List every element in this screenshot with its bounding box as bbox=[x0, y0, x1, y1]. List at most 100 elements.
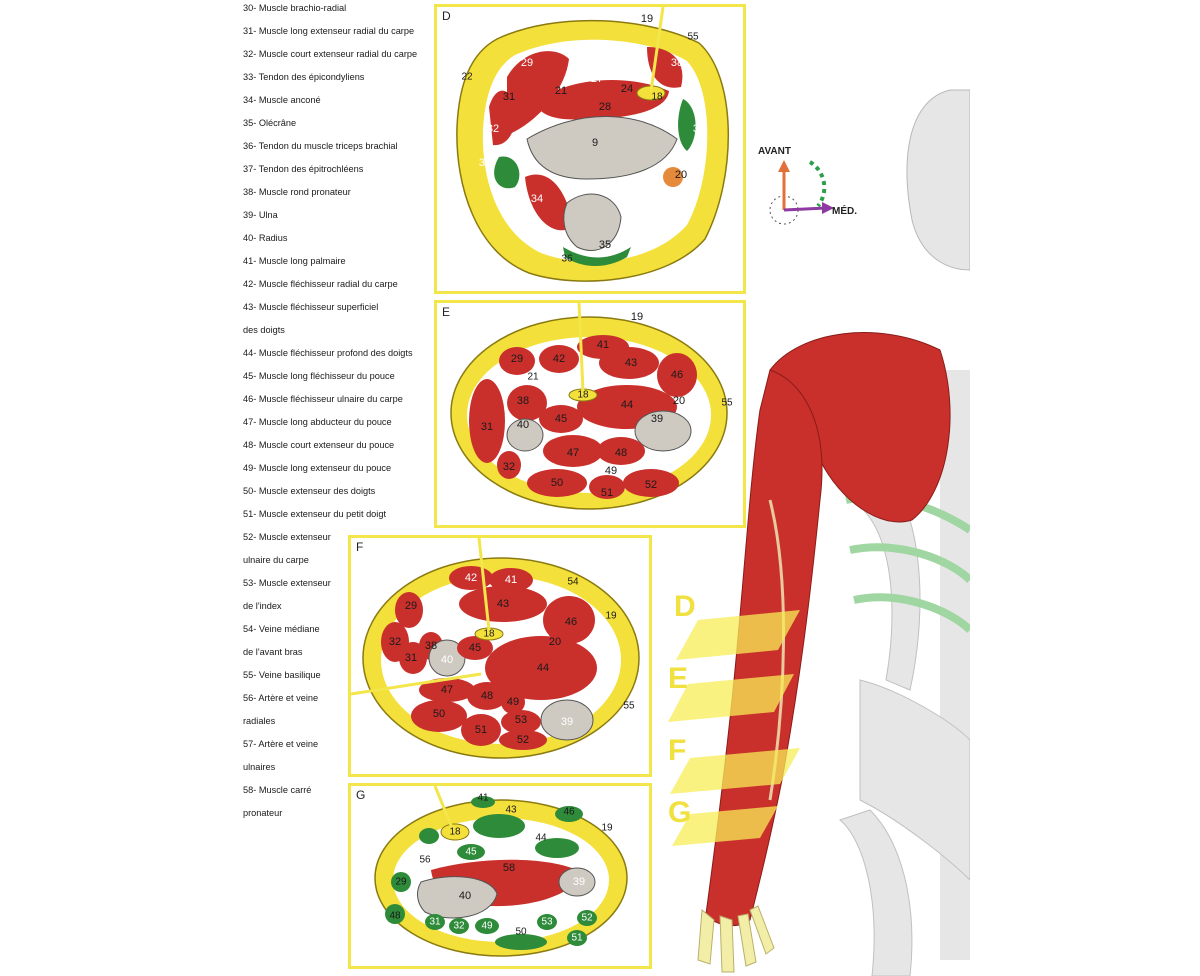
legend-item: 33- Tendon des épicondyliens bbox=[243, 72, 365, 82]
structure-number: 48 bbox=[389, 911, 401, 922]
legend-item: radiales bbox=[243, 716, 276, 726]
structure-number: 35 bbox=[599, 239, 611, 251]
structure-number: 29 bbox=[511, 353, 523, 365]
panel-label-e: E bbox=[442, 305, 451, 319]
structure-number: 19 bbox=[601, 823, 613, 834]
legend-item: 40- Radius bbox=[243, 233, 288, 243]
structure-number: 56 bbox=[419, 855, 431, 866]
structure-number: 52 bbox=[645, 479, 657, 491]
legend-item: 47- Muscle long abducteur du pouce bbox=[243, 417, 392, 427]
legend-item: 42- Muscle fléchisseur radial du carpe bbox=[243, 279, 398, 289]
structure-number: 55 bbox=[623, 701, 635, 712]
section-level-e: E bbox=[668, 662, 688, 695]
arm-anatomy-illustration: D E F G AVANT MÉD. bbox=[668, 89, 970, 976]
structure-number: 31 bbox=[503, 91, 515, 103]
structure-number: 43 bbox=[505, 805, 517, 816]
legend-item: 39- Ulna bbox=[243, 210, 278, 220]
structure-number: 34 bbox=[531, 193, 543, 205]
section-panel-f: F 42 41 54 43 29 19 46 32 18 20 3 bbox=[348, 535, 652, 777]
compass-front-label: AVANT bbox=[758, 146, 791, 157]
structure-number: 46 bbox=[563, 807, 575, 818]
structure-number: 38 bbox=[671, 57, 683, 69]
legend-item: 58- Muscle carré bbox=[243, 785, 312, 795]
legend-item: 48- Muscle court extenseur du pouce bbox=[243, 440, 395, 450]
structure-number: 38 bbox=[425, 640, 437, 652]
legend-item: de l'avant bras bbox=[243, 647, 303, 657]
section-panel-d: D 19 55 22 29 27 38 31 21 24 18 28 32 9 … bbox=[434, 4, 746, 294]
panel-label-g: G bbox=[356, 788, 366, 802]
structure-number: 52 bbox=[517, 734, 529, 746]
structure-number: 33 bbox=[479, 157, 491, 169]
structure-number: 44 bbox=[621, 399, 633, 411]
structure-number: 39 bbox=[573, 876, 585, 888]
structure-number: 28 bbox=[599, 101, 611, 113]
structure-number: 42 bbox=[553, 353, 565, 365]
legend-item: ulnaire du carpe bbox=[243, 555, 309, 565]
legend-item: 44- Muscle fléchisseur profond des doigt… bbox=[243, 348, 413, 358]
structure-number: 40 bbox=[459, 890, 471, 902]
structure-number: 43 bbox=[497, 598, 509, 610]
structure-number: 27 bbox=[591, 73, 603, 85]
structure-number: 51 bbox=[601, 487, 613, 499]
structure-number: 55 bbox=[687, 32, 699, 43]
panel-label-d: D bbox=[442, 9, 451, 23]
structure-number: 41 bbox=[505, 574, 517, 586]
structure-number: 51 bbox=[475, 724, 487, 736]
structure-number: 45 bbox=[465, 847, 477, 858]
medial-arrow-icon bbox=[783, 206, 827, 212]
structure-number: 50 bbox=[515, 927, 527, 938]
structure-number: 18 bbox=[651, 92, 663, 103]
structure-number: 50 bbox=[551, 477, 563, 489]
structure-number: 29 bbox=[405, 600, 417, 612]
compass-medial-label: MÉD. bbox=[832, 204, 857, 217]
legend-item: 50- Muscle extenseur des doigts bbox=[243, 486, 376, 496]
structure-number: 46 bbox=[565, 616, 577, 628]
structure-number: 49 bbox=[507, 696, 519, 708]
legend-item: 56- Artère et veine bbox=[243, 693, 319, 703]
structure-number: 21 bbox=[527, 372, 539, 383]
section-level-d: D bbox=[674, 590, 696, 623]
legend-item: 34- Muscle anconé bbox=[243, 95, 321, 105]
legend-item: de l'index bbox=[243, 601, 282, 611]
structure-number: 40 bbox=[441, 654, 453, 666]
structure-number: 32 bbox=[503, 461, 515, 473]
legend-item: 55- Veine basilique bbox=[243, 670, 321, 680]
structure-number: 41 bbox=[597, 339, 609, 351]
structure-number: 18 bbox=[577, 390, 589, 401]
structure-number: 40 bbox=[517, 419, 529, 431]
structure-number: 32 bbox=[453, 921, 465, 932]
legend-item: 41- Muscle long palmaire bbox=[243, 256, 346, 266]
legend-item: 30- Muscle brachio-radial bbox=[243, 3, 347, 13]
structure-number: 44 bbox=[537, 662, 549, 674]
structure-number: 20 bbox=[673, 395, 685, 407]
legend-item: ulnaires bbox=[243, 762, 276, 772]
structure-number: 18 bbox=[483, 629, 495, 640]
structure-number: 29 bbox=[395, 877, 407, 888]
structure-number: 39 bbox=[561, 716, 573, 728]
legend-item: 45- Muscle long fléchisseur du pouce bbox=[243, 371, 395, 381]
section-level-g: G bbox=[668, 796, 691, 829]
structure-number: 22 bbox=[461, 72, 473, 83]
cross-section-g: 41 43 46 18 44 19 45 56 58 29 40 39 48 3… bbox=[374, 786, 628, 957]
structure-number: 24 bbox=[621, 83, 633, 95]
legend-item: 52- Muscle extenseur bbox=[243, 532, 331, 542]
structure-number: 50 bbox=[433, 708, 445, 720]
structure-number: 32 bbox=[389, 636, 401, 648]
orientation-compass: AVANT MÉD. bbox=[758, 146, 857, 225]
structure-number: 31 bbox=[481, 421, 493, 433]
legend-item: pronateur bbox=[243, 808, 283, 818]
structure-number: 51 bbox=[571, 933, 583, 944]
legend-item: 31- Muscle long extenseur radial du carp… bbox=[243, 26, 415, 36]
legend-item: 37- Tendon des épitrochléens bbox=[243, 164, 364, 174]
structure-number: 49 bbox=[481, 921, 493, 932]
structure-number: 53 bbox=[515, 714, 527, 726]
structure-number: 31 bbox=[429, 917, 441, 928]
cross-section-f: 42 41 54 43 29 19 46 32 18 20 38 31 40 4… bbox=[351, 538, 640, 759]
structure-number: 52 bbox=[581, 913, 593, 924]
cross-section-d: 19 55 22 29 27 38 31 21 24 18 28 32 9 37… bbox=[456, 7, 730, 282]
legend-item: 38- Muscle rond pronateur bbox=[243, 187, 351, 197]
structure-number: 58 bbox=[503, 862, 515, 874]
structure-number: 42 bbox=[465, 572, 477, 584]
structure-number: 39 bbox=[651, 413, 663, 425]
structure-number: 32 bbox=[487, 123, 499, 135]
